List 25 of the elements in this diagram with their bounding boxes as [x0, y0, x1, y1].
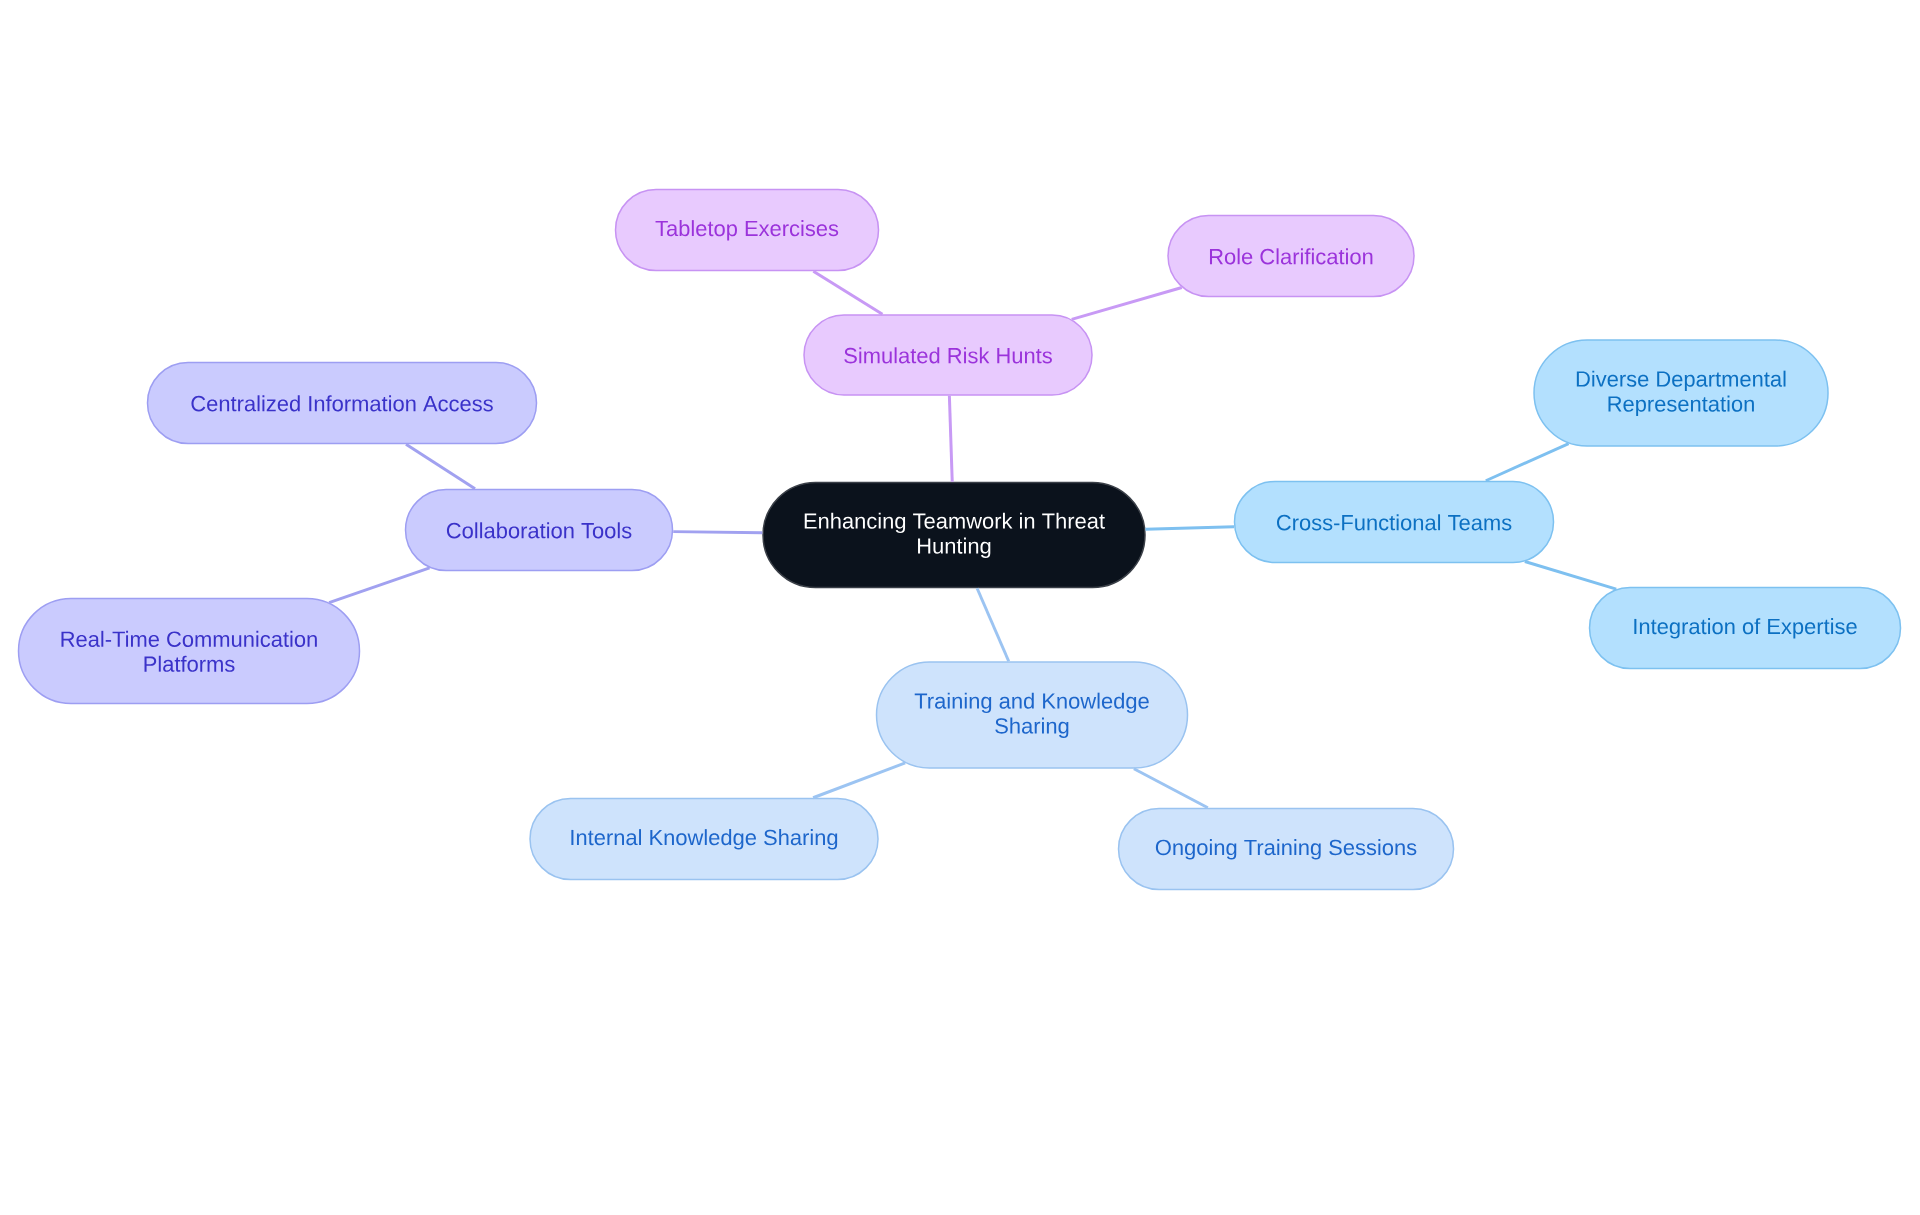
connector-line: [405, 443, 476, 490]
detail-box: Diverse Departmental Representation: [1533, 339, 1829, 447]
detail-box: Integration of Expertise: [1588, 586, 1902, 670]
detail-box: Tabletop Exercises: [614, 188, 880, 272]
connector-line: [812, 270, 884, 316]
connector-line: [812, 761, 906, 800]
connector-line: [947, 395, 954, 482]
connector-line: [1071, 286, 1183, 321]
connector-line: [1524, 560, 1617, 591]
subtopic-box: Collaboration Tools: [404, 488, 674, 572]
connector-line: [328, 566, 431, 604]
connector-line: [975, 587, 1011, 662]
connector-line: [673, 530, 763, 535]
subtopic-box: Cross-Functional Teams: [1233, 480, 1555, 564]
detail-box: Internal Knowledge Sharing: [529, 797, 879, 881]
detail-box: Centralized Information Access: [146, 361, 538, 445]
detail-box: Real-Time Communication Platforms: [17, 597, 361, 705]
central-topic-box: Enhancing Teamwork in Threat Hunting: [762, 481, 1146, 589]
subtopic-box: Training and Knowledge Sharing: [875, 661, 1189, 769]
subtopic-box: Simulated Risk Hunts: [803, 314, 1093, 396]
detail-box: Role Clarification: [1167, 214, 1415, 298]
detail-box: Ongoing Training Sessions: [1117, 807, 1455, 891]
connector-line: [1145, 525, 1235, 531]
connector-line: [1133, 767, 1209, 810]
connector-line: [1485, 442, 1570, 483]
